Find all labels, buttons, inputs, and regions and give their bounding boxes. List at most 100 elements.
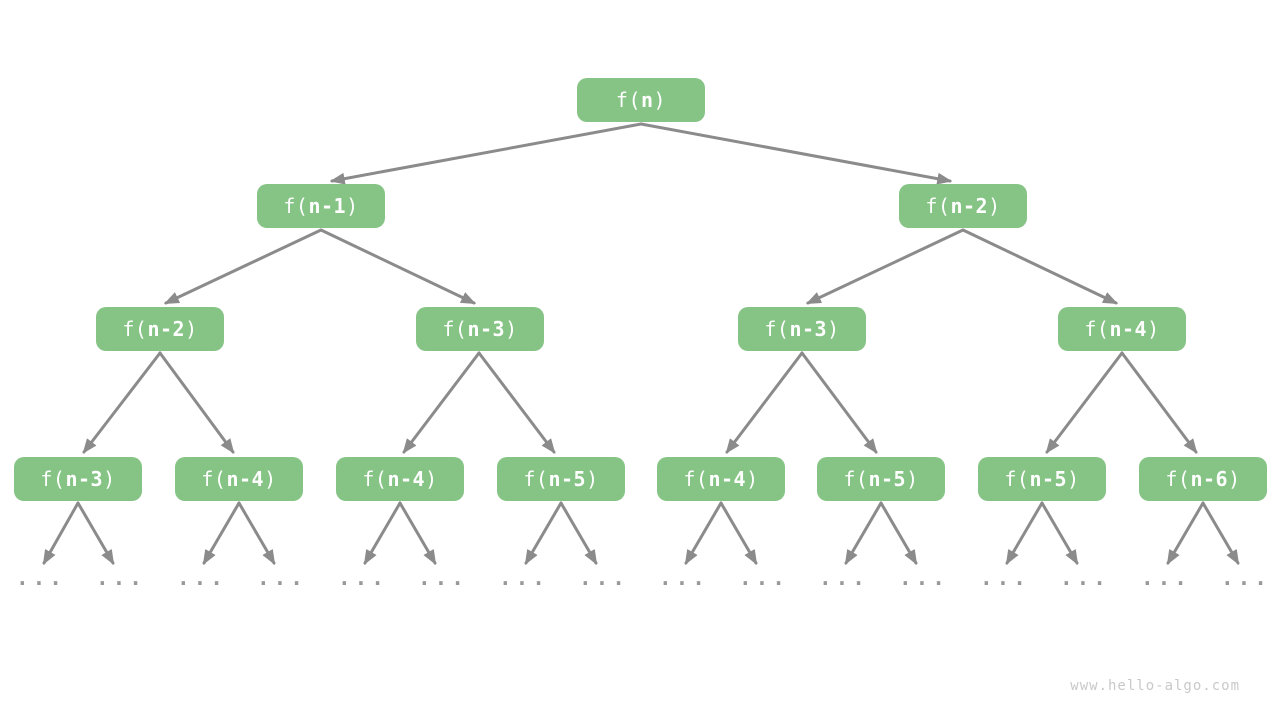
node-label-prefix: f(	[925, 194, 951, 218]
ellipsis: ...	[1141, 566, 1191, 590]
ellipsis: ...	[418, 566, 468, 590]
edge	[1040, 501, 1079, 565]
ellipsis: ...	[177, 566, 227, 590]
edge	[844, 501, 883, 565]
node-label-arg: n-2	[147, 317, 186, 341]
ellipsis: ...	[16, 566, 66, 590]
edge	[477, 351, 556, 454]
node-label-suffix: )	[505, 317, 518, 341]
tree-node: f(n-5)	[817, 457, 945, 501]
node-label-suffix: )	[827, 317, 840, 341]
node-label-arg: n-6	[1190, 467, 1229, 491]
ellipsis: ...	[980, 566, 1030, 590]
edge	[363, 501, 402, 565]
ellipsis: ...	[96, 566, 146, 590]
tree-node: f(n-4)	[175, 457, 303, 501]
ellipsis: ...	[819, 566, 869, 590]
edge	[961, 228, 1119, 305]
node-label-suffix: )	[103, 467, 116, 491]
edge	[158, 351, 235, 454]
node-label-arg: n-3	[789, 317, 828, 341]
node-label-prefix: f(	[442, 317, 468, 341]
tree-node: f(n-3)	[14, 457, 142, 501]
node-label-prefix: f(	[764, 317, 790, 341]
node-label-arg: n-4	[708, 467, 747, 491]
node-label-prefix: f(	[201, 467, 227, 491]
node-label-arg: n-5	[1029, 467, 1068, 491]
edge	[319, 228, 477, 305]
ellipsis: ...	[1060, 566, 1110, 590]
ellipsis: ...	[257, 566, 307, 590]
edge	[1166, 501, 1205, 565]
ellipsis: ...	[338, 566, 388, 590]
node-label-prefix: f(	[1084, 317, 1110, 341]
node-label-arg: n-4	[387, 467, 426, 491]
ellipsis: ...	[499, 566, 549, 590]
node-label-suffix: )	[653, 88, 667, 112]
node-label-prefix: f(	[615, 88, 641, 112]
edge	[725, 351, 804, 454]
node-label-suffix: )	[346, 194, 359, 218]
watermark: www.hello-algo.com	[1070, 678, 1240, 694]
node-label-prefix: f(	[1165, 467, 1191, 491]
edge	[163, 228, 323, 305]
node-label-prefix: f(	[523, 467, 549, 491]
node-label-arg: n-2	[950, 194, 989, 218]
node-label-prefix: f(	[283, 194, 309, 218]
tree-node: f(n-2)	[96, 307, 224, 351]
node-label-prefix: f(	[362, 467, 388, 491]
node-label-prefix: f(	[843, 467, 869, 491]
edge	[329, 122, 643, 185]
node-label-arg: n-5	[868, 467, 907, 491]
edge	[42, 501, 80, 565]
node-label-suffix: )	[1147, 317, 1160, 341]
edge	[719, 501, 758, 565]
edge	[805, 228, 965, 305]
node-label-arg: n-3	[467, 317, 506, 341]
node-label-arg: n-4	[1109, 317, 1148, 341]
ellipsis: ...	[579, 566, 629, 590]
edge	[639, 122, 953, 185]
edge	[398, 501, 437, 565]
node-label-suffix: )	[1228, 467, 1241, 491]
tree-node: f(n-4)	[1058, 307, 1186, 351]
node-label-arg: n-5	[548, 467, 587, 491]
edge	[524, 501, 563, 565]
node-label-prefix: f(	[1004, 467, 1030, 491]
edge	[1120, 351, 1198, 454]
ellipsis: ...	[739, 566, 789, 590]
node-label-suffix: )	[988, 194, 1001, 218]
edge	[1045, 351, 1124, 454]
node-label-prefix: f(	[122, 317, 148, 341]
tree-node-root: f(n)	[577, 78, 705, 122]
tree-node: f(n-6)	[1139, 457, 1267, 501]
node-label-suffix: )	[586, 467, 599, 491]
node-label-prefix: f(	[683, 467, 709, 491]
tree-node: f(n-5)	[978, 457, 1106, 501]
tree-node: f(n-3)	[738, 307, 866, 351]
edge	[82, 351, 162, 454]
edge	[800, 351, 878, 454]
node-label-arg: n	[641, 88, 654, 112]
tree-node: f(n-4)	[657, 457, 785, 501]
tree-node: f(n-2)	[899, 184, 1027, 228]
node-label-arg: n-1	[308, 194, 347, 218]
node-label-arg: n-4	[226, 467, 265, 491]
edge	[559, 501, 598, 565]
ellipsis: ...	[1221, 566, 1271, 590]
edge	[237, 501, 276, 565]
edge	[1005, 501, 1044, 565]
tree-node: f(n-1)	[257, 184, 385, 228]
node-label-suffix: )	[185, 317, 198, 341]
node-label-prefix: f(	[40, 467, 66, 491]
ellipsis: ...	[899, 566, 949, 590]
edge	[1201, 501, 1240, 565]
node-label-suffix: )	[1067, 467, 1080, 491]
tree-node: f(n-5)	[497, 457, 625, 501]
tree-node: f(n-3)	[416, 307, 544, 351]
edge	[879, 501, 918, 565]
edge	[402, 351, 481, 454]
node-label-suffix: )	[264, 467, 277, 491]
